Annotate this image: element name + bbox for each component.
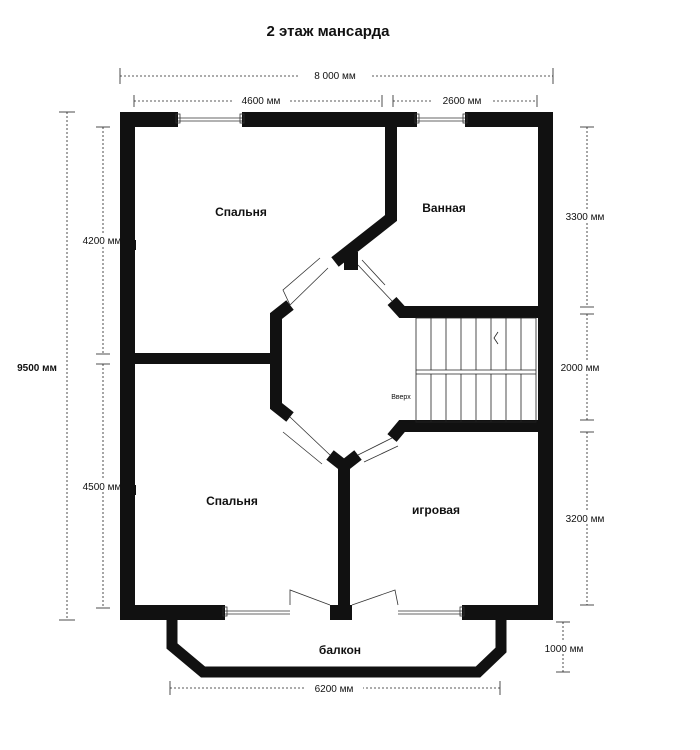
- dimension-balcony-width: 6200 мм: [169, 681, 501, 695]
- room-label-bedroom-bottom: Спальня: [206, 494, 258, 508]
- stairs-up-label: Вверх: [391, 394, 411, 401]
- staircase: [415, 317, 537, 423]
- dimension-left-lower-label: 4500 мм: [83, 482, 122, 493]
- interior-walls: [135, 127, 538, 606]
- dimension-right-middle-label: 2000 мм: [561, 363, 600, 374]
- dimension-right-bottom: 3200 мм: [560, 431, 610, 606]
- room-label-bedroom-top: Спальня: [215, 205, 267, 219]
- exterior-walls: [120, 112, 553, 620]
- room-label-bathroom: Ванная: [422, 201, 466, 215]
- room-label-playroom: игровая: [412, 503, 460, 517]
- dimension-right-top-label: 3300 мм: [566, 212, 605, 223]
- balcony-outline: [166, 620, 507, 678]
- dimension-right-top: 3300 мм: [560, 126, 610, 308]
- stair-arrow-icon: [493, 331, 499, 345]
- dimension-left-upper-label: 4200 мм: [83, 236, 122, 247]
- dimension-top-right-label: 2600 мм: [443, 96, 482, 107]
- windows: [130, 113, 468, 617]
- dimension-top-left: 4600 мм: [133, 94, 383, 107]
- plan-title: 2 этаж мансарда: [267, 23, 391, 40]
- dimension-right-middle: 2000 мм: [555, 313, 605, 421]
- dimension-left-upper: 4200 мм: [78, 126, 126, 355]
- dimension-right-bottom-label: 3200 мм: [566, 514, 605, 525]
- dimension-total-height: 9500 мм: [8, 111, 75, 621]
- dimension-total-width: 8 000 мм: [119, 68, 554, 84]
- dimension-top-right: 2600 мм: [392, 94, 538, 107]
- room-label-balcony: балкон: [319, 643, 361, 657]
- dimension-top-left-label: 4600 мм: [242, 96, 281, 107]
- dimension-balcony-width-label: 6200 мм: [315, 684, 354, 695]
- dimension-total-height-label: 9500 мм: [17, 363, 57, 374]
- dimension-total-width-label: 8 000 мм: [314, 71, 356, 82]
- dimension-left-lower: 4500 мм: [78, 363, 126, 609]
- doors: [282, 257, 399, 606]
- dimension-balcony-depth: 1000 мм: [539, 621, 589, 673]
- dimension-balcony-depth-label: 1000 мм: [545, 644, 584, 655]
